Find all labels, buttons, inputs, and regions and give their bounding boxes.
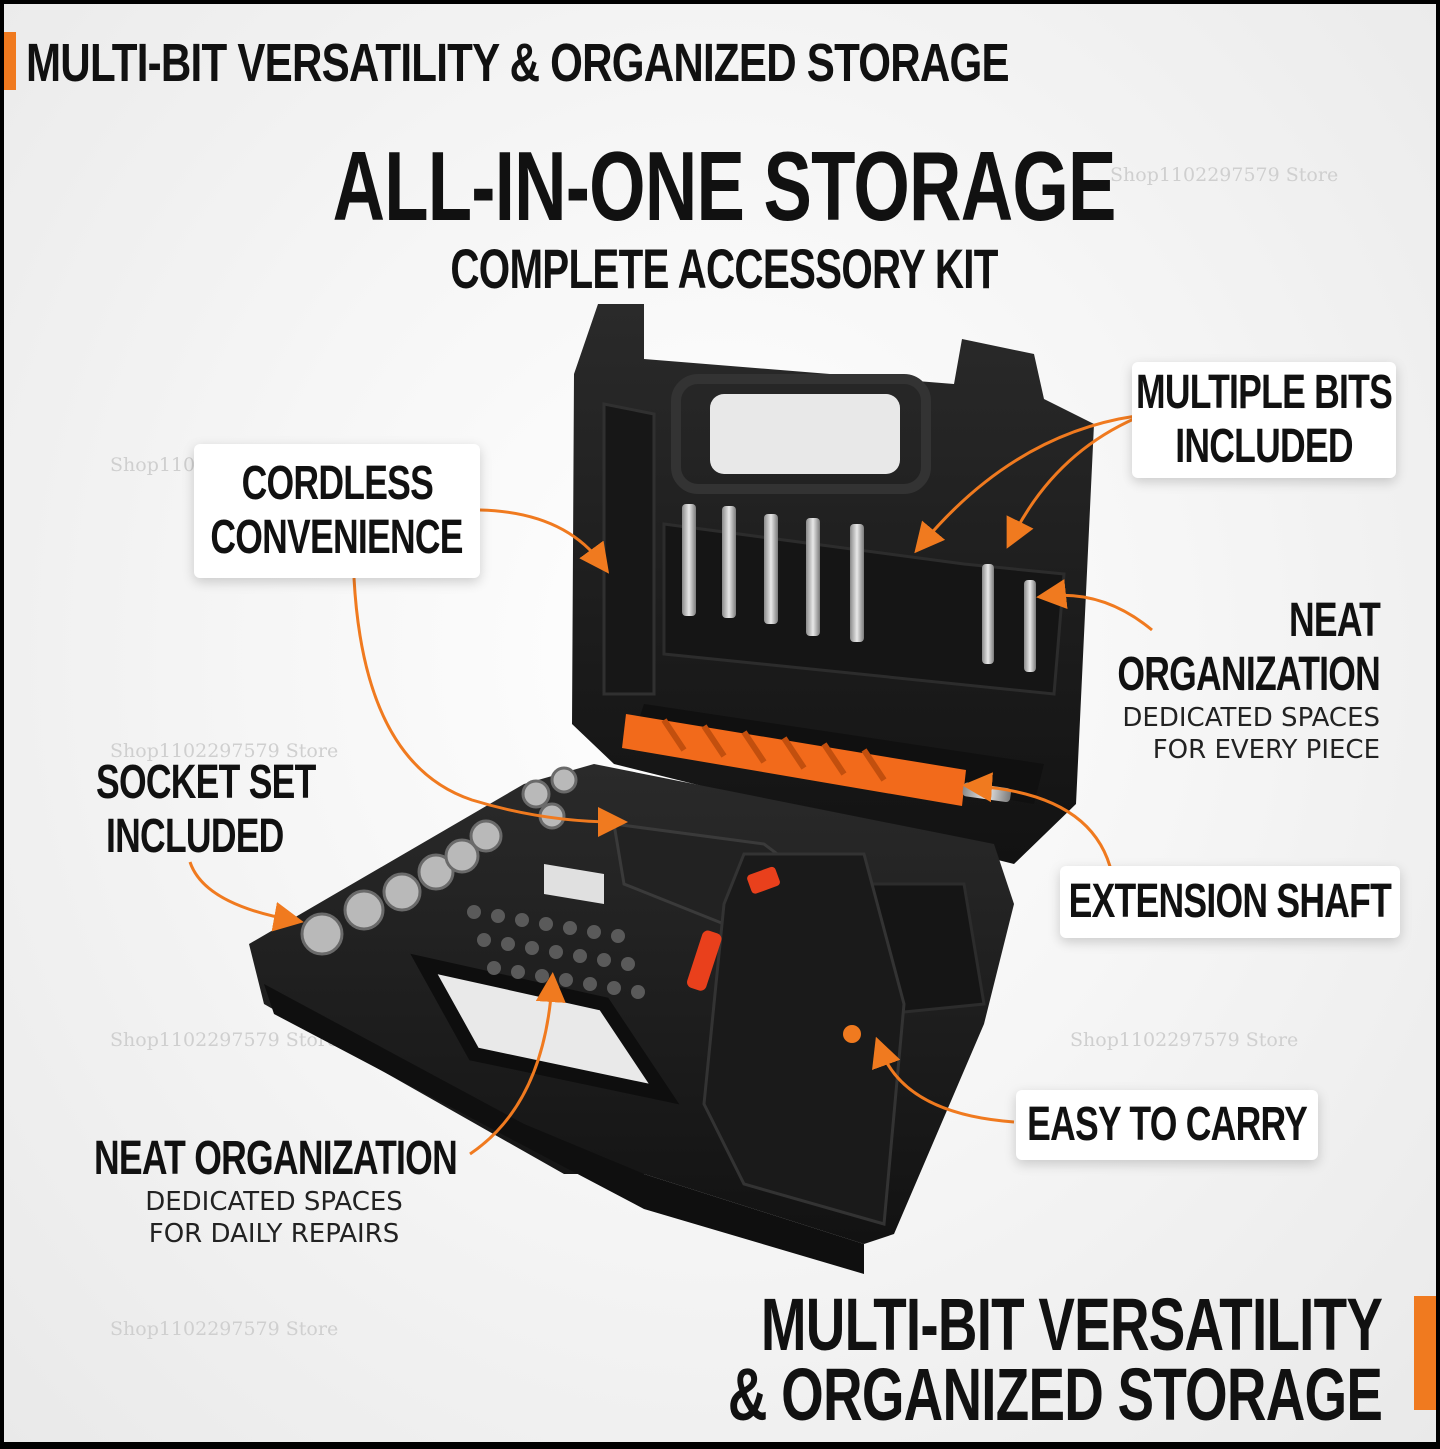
neat-bottom-head1: NEAT ORGANIZATION xyxy=(94,1132,458,1185)
bottom-banner-line2: & ORGANIZED STORAGE xyxy=(727,1353,1383,1436)
callout-extension-line1: EXTENSION SHAFT xyxy=(1068,875,1392,928)
watermark: Shop1102297579 Store xyxy=(110,1029,339,1051)
label-socket-set: SOCKET SET INCLUDED xyxy=(96,756,393,864)
watermark: Shop1102297579 Store xyxy=(110,740,339,762)
product-infographic: Shop1102297579 Store Shop1102297579 Stor… xyxy=(4,4,1436,1442)
bottom-banner: MULTI-BIT VERSATILITY & ORGANIZED STORAG… xyxy=(498,1283,1383,1436)
callout-carry-line1: EASY TO CARRY xyxy=(1027,1098,1308,1151)
callout-cordless-line2: CONVENIENCE xyxy=(210,511,464,564)
neat-bottom-sub2: FOR DAILY REPAIRS xyxy=(148,1219,400,1249)
socket-set xyxy=(300,766,578,956)
socket-line1: SOCKET SET xyxy=(96,756,316,809)
top-banner-title: MULTI-BIT VERSATILITY & ORGANIZED STORAG… xyxy=(26,33,1010,93)
bottom-banner-line1: MULTI-BIT VERSATILITY xyxy=(760,1283,1383,1366)
main-subtitle-text: COMPLETE ACCESSORY KIT xyxy=(450,237,998,300)
callout-multiple-bits: MULTIPLE BITS INCLUDED xyxy=(1132,362,1396,478)
neat-top-head2: ORGANIZATION xyxy=(1117,648,1380,701)
callout-bits-line2: INCLUDED xyxy=(1175,420,1353,473)
neat-bottom-sub1: DEDICATED SPACES xyxy=(145,1187,403,1217)
top-accent-bar xyxy=(4,32,16,90)
label-neat-organization-bottom: NEAT ORGANIZATION DEDICATED SPACES FOR D… xyxy=(94,1132,458,1250)
callout-extension-shaft: EXTENSION SHAFT xyxy=(1060,866,1400,938)
neat-top-head1: NEAT xyxy=(1288,594,1381,647)
main-title: ALL-IN-ONE STORAGE xyxy=(4,130,1436,243)
watermark: Shop1102297579 Store xyxy=(1110,164,1339,186)
neat-top-sub1: DEDICATED SPACES xyxy=(1122,703,1380,733)
cordless-screwdriver xyxy=(544,822,906,1226)
neat-top-sub2: FOR EVERY PIECE xyxy=(1152,735,1380,765)
tool-kit-illustration xyxy=(188,304,1153,1274)
socket-line2: INCLUDED xyxy=(106,810,284,863)
callout-bits-line1: MULTIPLE BITS xyxy=(1135,366,1393,419)
callout-cordless-line1: CORDLESS xyxy=(241,457,433,510)
label-neat-organization-top: NEAT ORGANIZATION DEDICATED SPACES FOR E… xyxy=(1025,594,1380,766)
bottom-accent-bar xyxy=(1414,1296,1436,1410)
callout-cordless-convenience: CORDLESS CONVENIENCE xyxy=(194,444,480,578)
bit-holder-grid xyxy=(467,905,645,999)
callout-arrows xyxy=(188,414,1153,1156)
watermark: Shop1102297579 Store xyxy=(1070,1029,1299,1051)
main-title-text: ALL-IN-ONE STORAGE xyxy=(332,131,1116,241)
main-subtitle: COMPLETE ACCESSORY KIT xyxy=(4,236,1436,301)
screwdriver-bits xyxy=(682,504,1036,672)
watermark: Shop1102297579 Store xyxy=(110,1318,339,1340)
callout-easy-to-carry: EASY TO CARRY xyxy=(1016,1090,1318,1160)
